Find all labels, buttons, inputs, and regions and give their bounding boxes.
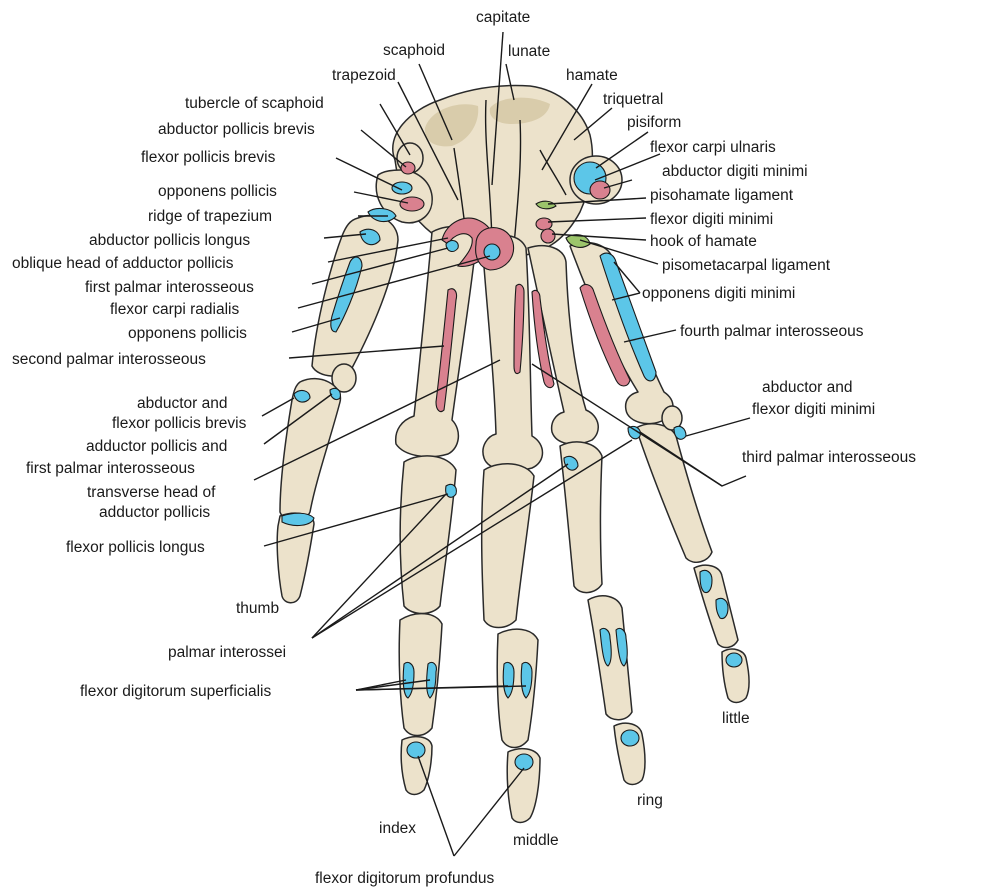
label-pisometacarpal-ligament: pisometacarpal ligament: [662, 257, 831, 274]
label-capitate: capitate: [476, 9, 530, 26]
label-ridge-of-trapezium: ridge of trapezium: [148, 208, 272, 225]
label-flexor-digitorum-profundus: flexor digitorum profundus: [315, 870, 494, 887]
flexor-pollicis-longus-attachment: [282, 513, 314, 525]
label-opponens-digiti-minimi: opponens digiti minimi: [642, 285, 795, 302]
label-abductor-flexor-pollicis-brevis-1: abductor and: [137, 395, 228, 412]
label-fourth-palmar-interosseous: fourth palmar interosseous: [680, 323, 864, 340]
label-index: index: [379, 820, 416, 837]
little-proximal-phalanx: [636, 424, 712, 562]
index-fdp: [407, 742, 425, 758]
label-flexor-carpi-ulnaris: flexor carpi ulnaris: [650, 139, 776, 156]
index-proximal-interosseous: [446, 484, 457, 497]
thumb-metacarpal: [312, 215, 398, 376]
label-abductor-flexor-pollicis-brevis-2: flexor pollicis brevis: [112, 415, 247, 432]
label-triquetral: triquetral: [603, 91, 663, 108]
label-flexor-digiti-minimi: flexor digiti minimi: [650, 211, 773, 228]
label-trapezoid: trapezoid: [332, 67, 396, 84]
thumb-distal-phalanx: [277, 513, 314, 603]
label-thumb: thumb: [236, 600, 279, 617]
label-transverse-head-1: transverse head of: [87, 484, 216, 501]
label-flexor-pollicis-brevis: flexor pollicis brevis: [141, 149, 276, 166]
label-palmar-interossei: palmar interossei: [168, 644, 286, 661]
label-pisohamate-ligament: pisohamate ligament: [650, 187, 794, 204]
label-third-palmar-interosseous: third palmar interosseous: [742, 449, 916, 466]
label-little: little: [722, 710, 750, 727]
label-scaphoid: scaphoid: [383, 42, 445, 59]
label-tubercle-of-scaphoid: tubercle of scaphoid: [185, 95, 324, 112]
label-hook-of-hamate: hook of hamate: [650, 233, 757, 250]
first-palmar-interosseous-attachment: [446, 241, 458, 252]
ring-fdp: [621, 730, 639, 746]
label-adductor-pollicis-first-palmar-2: first palmar interosseous: [26, 460, 195, 477]
label-abductor-pollicis-brevis: abductor pollicis brevis: [158, 121, 315, 138]
label-opponens-pollicis-top: opponens pollicis: [158, 183, 277, 200]
label-flexor-pollicis-longus: flexor pollicis longus: [66, 539, 205, 556]
little-metacarpal: [570, 243, 673, 424]
label-flexor-digitorum-superficialis: flexor digitorum superficialis: [80, 683, 271, 700]
label-flexor-carpi-radialis: flexor carpi radialis: [110, 301, 239, 318]
label-second-palmar-interosseous: second palmar interosseous: [12, 351, 206, 368]
label-adductor-pollicis-first-palmar-1: adductor pollicis and: [86, 438, 227, 455]
label-hamate: hamate: [566, 67, 618, 84]
opponens-pollicis-carpal-attachment: [400, 197, 424, 211]
middle-proximal-phalanx: [482, 464, 534, 628]
label-abductor-flexor-digiti-minimi-2: flexor digiti minimi: [752, 401, 875, 418]
label-abductor-flexor-digiti-minimi-1: abductor and: [762, 379, 853, 396]
label-lunate: lunate: [508, 43, 550, 60]
hook-of-hamate: [541, 229, 555, 243]
thumb-proximal-phalanx: [280, 379, 340, 521]
label-abductor-digiti-minimi: abductor digiti minimi: [662, 163, 808, 180]
label-first-palmar-interosseous: first palmar interosseous: [85, 279, 254, 296]
label-middle: middle: [513, 832, 559, 849]
abductor-digiti-minimi-attachment: [590, 181, 610, 199]
flexor-pollicis-brevis-attachment: [392, 182, 412, 194]
label-oblique-head-adductor-pollicis: oblique head of adductor pollicis: [12, 255, 234, 272]
flexor-digiti-minimi-attachment: [536, 218, 552, 230]
little-fdp: [726, 653, 742, 667]
little-fds: [700, 570, 712, 592]
label-abductor-pollicis-longus: abductor pollicis longus: [89, 232, 250, 249]
label-ring: ring: [637, 792, 663, 809]
label-pisiform: pisiform: [627, 114, 681, 131]
label-transverse-head-2: adductor pollicis: [99, 504, 210, 521]
middle-fdp: [515, 754, 533, 770]
label-opponens-pollicis-bottom: opponens pollicis: [128, 325, 247, 342]
